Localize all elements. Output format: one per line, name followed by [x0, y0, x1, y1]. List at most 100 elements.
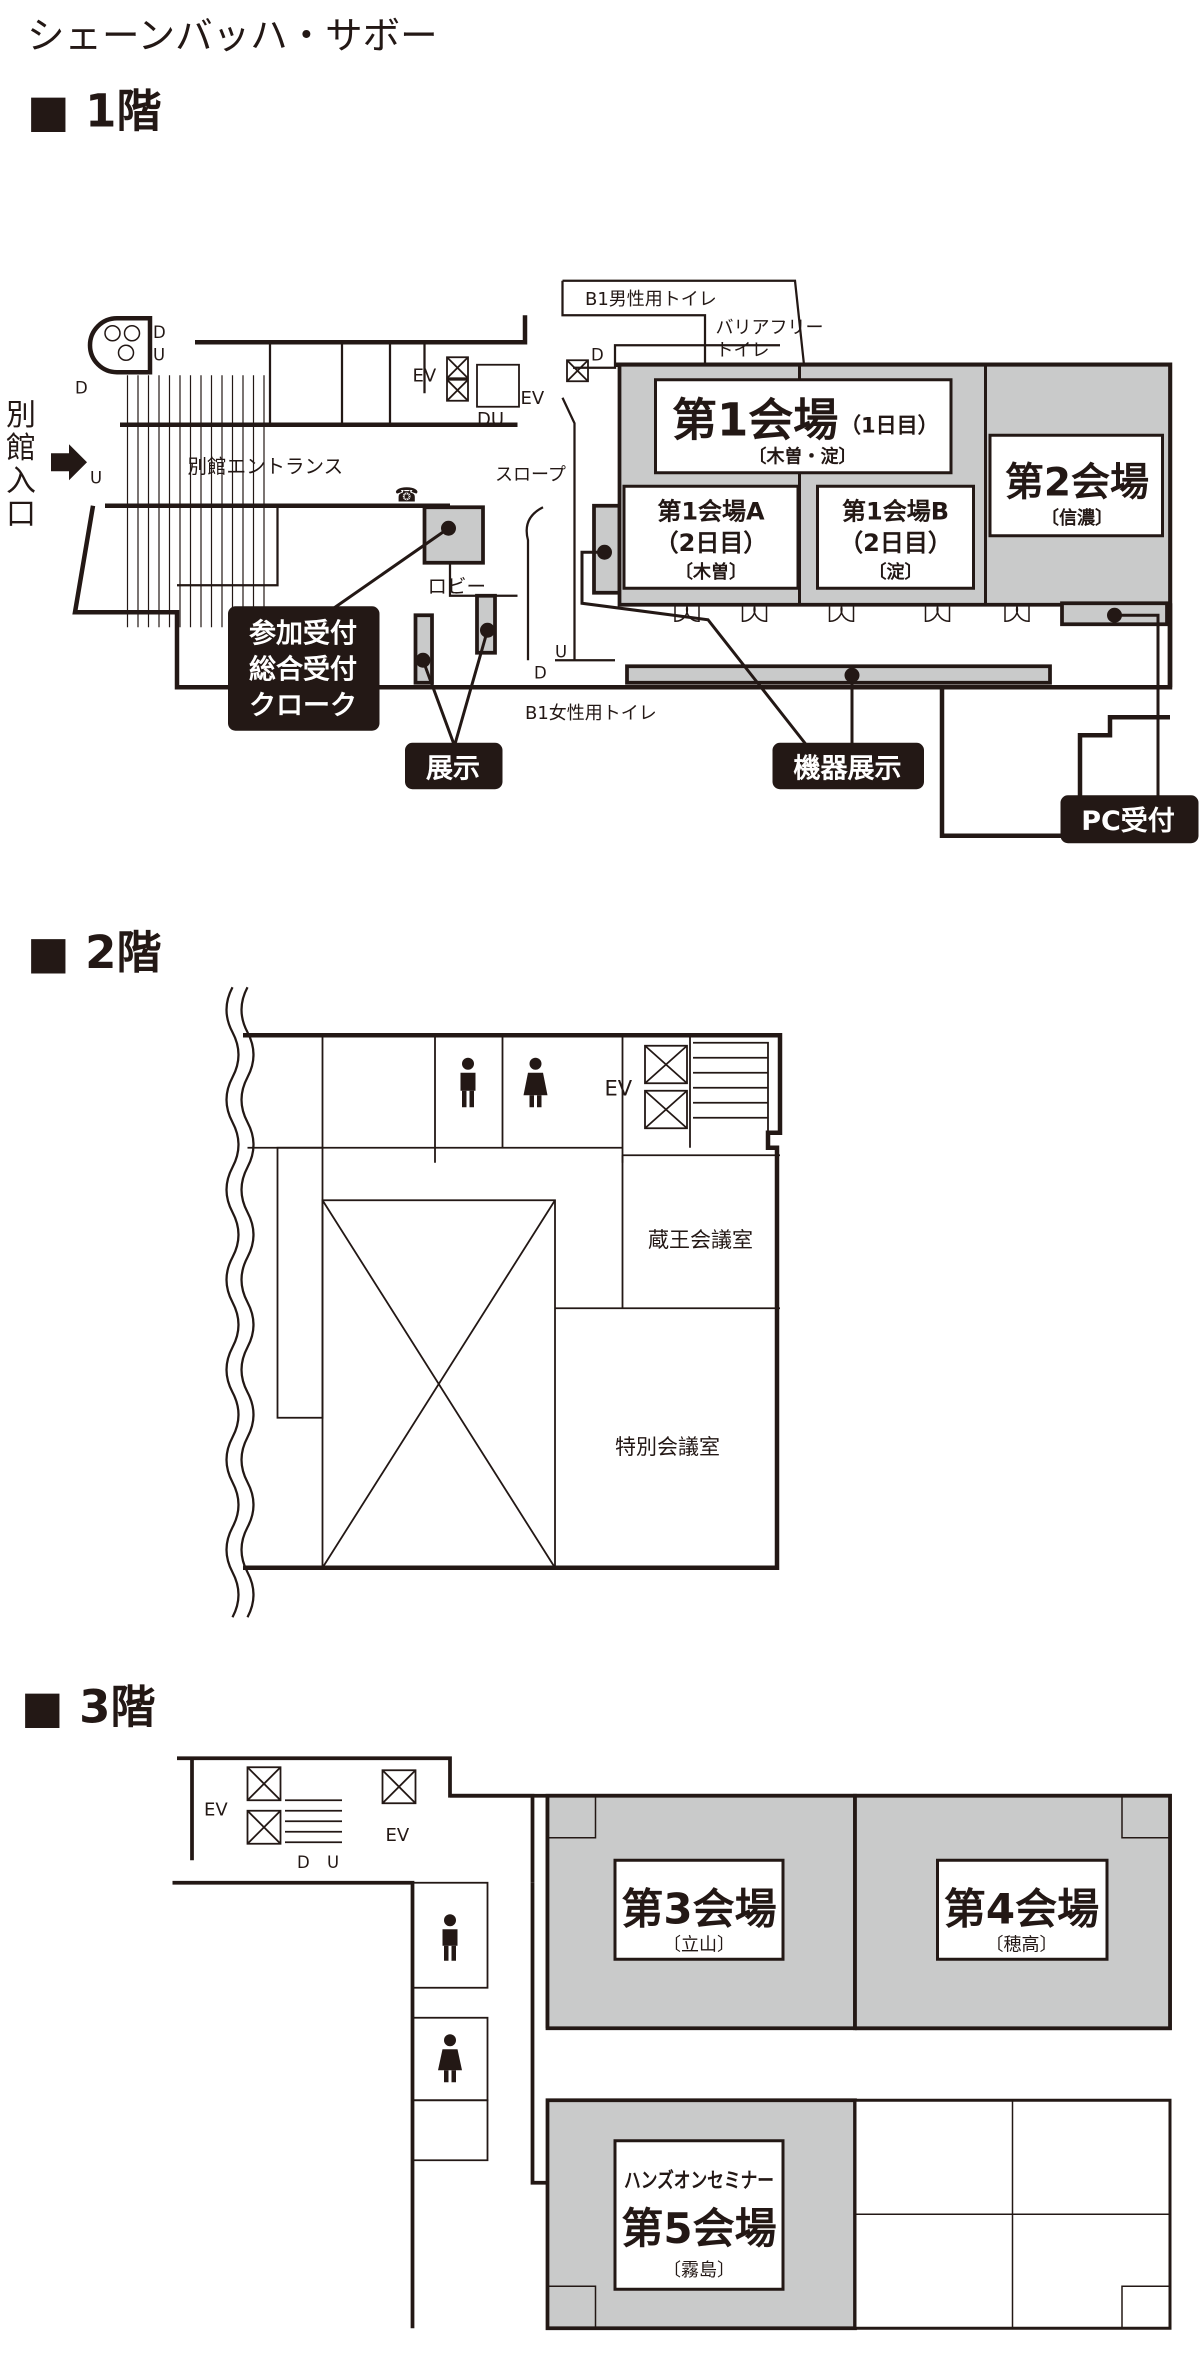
- ev-label: EV: [605, 1076, 633, 1100]
- doors: [674, 606, 1030, 623]
- room-corner-columns: [546, 1795, 1171, 2329]
- exhibit-panel: [413, 613, 434, 685]
- callout-text: PC受付: [1081, 805, 1175, 837]
- reception-area: [422, 505, 485, 565]
- room-1a-name: 第1会場A: [657, 497, 765, 525]
- ev-label: EV: [386, 1825, 410, 1846]
- room-1-day: （1日目）: [840, 413, 939, 437]
- room-2-label-box: [988, 433, 1164, 538]
- break-line: [240, 986, 255, 1618]
- callout-pc-reception: PC受付: [1060, 795, 1199, 844]
- zao-room-label[interactable]: 蔵王会議室: [648, 1228, 753, 1252]
- stair-down-label: D: [297, 1853, 310, 1872]
- room-2[interactable]: 第2会場 〔信濃〕: [988, 433, 1164, 538]
- entrance-arrow-icon: [51, 444, 87, 481]
- stair-up-label: U: [153, 345, 165, 364]
- room-4-sub: 〔穂高〕: [986, 1934, 1058, 1955]
- room-4[interactable]: 第4会場 〔穂高〕: [936, 1858, 1109, 1961]
- slope-label: スロープ: [495, 464, 566, 485]
- ev-label: EV: [204, 1799, 228, 1820]
- room-4-name: 第4会場: [944, 1884, 1099, 1933]
- room-1a-day: （2日目）: [655, 529, 768, 557]
- floor-2: ■ 2階 EV 蔵王会議室 特別会議室: [27, 926, 783, 1618]
- escalator-circle: [104, 324, 121, 342]
- inner-walls: [177, 279, 806, 662]
- room-5-label-box: [613, 2139, 785, 2291]
- escalator: [87, 315, 153, 375]
- callout-exhibit: 展示: [405, 742, 503, 790]
- du-label: DU: [477, 409, 504, 430]
- elevators: [446, 356, 589, 408]
- room-3-sub: 〔立山〕: [663, 1934, 735, 1955]
- room-1b-name: 第1会場B: [842, 497, 949, 525]
- room-3[interactable]: 第3会場 〔立山〕: [613, 1858, 785, 1961]
- male-toilet-icon: [442, 1914, 458, 1961]
- floor-3-heading: ■ 3階: [21, 1680, 156, 1733]
- floor-2-heading: ■ 2階: [27, 926, 162, 979]
- callout-reception: 参加受付 総合受付 クローク: [228, 606, 380, 731]
- room-5[interactable]: ハンズオンセミナー 第5会場 〔霧島〕: [613, 2139, 785, 2291]
- telephone-icon: ☎: [395, 483, 419, 506]
- stair-up-label: U: [90, 468, 102, 487]
- inner-walls: [247, 1035, 780, 1569]
- stair-up-label: U: [555, 642, 567, 661]
- annex-entrance-char: 口: [6, 497, 36, 532]
- stair-down-label: D: [534, 663, 547, 682]
- special-room-label[interactable]: 特別会議室: [615, 1435, 720, 1459]
- room-5-sub: 〔霧島〕: [663, 2260, 735, 2281]
- callout-text: クローク: [249, 690, 357, 721]
- room-1-name: 第1会場: [672, 393, 838, 446]
- female-toilet-icon: [438, 2034, 462, 2083]
- callout-lines: [329, 527, 1160, 799]
- room-1-label-box: [654, 378, 953, 475]
- room-2-name: 第2会場: [1005, 460, 1149, 505]
- annex-entrance-char: 館: [6, 431, 36, 466]
- barrier-free-toilet-label: バリアフリー: [716, 317, 824, 338]
- floor-3: ■ 3階 EV EV D U: [21, 1680, 1172, 2331]
- annex-entrance-label: 別館エントランス: [188, 455, 344, 478]
- stairs: [126, 375, 265, 628]
- male-toilet-icon: [460, 1057, 476, 1108]
- callout-text: 参加受付: [249, 617, 357, 649]
- floor-1-heading: ■ 1階: [27, 84, 162, 137]
- room-1b-sub: 〔淀〕: [869, 561, 923, 583]
- room-1b[interactable]: 第1会場B （2日目） 〔淀〕: [816, 484, 975, 590]
- b1-mens-toilet-label: B1男性用トイレ: [585, 289, 717, 310]
- callout-text: 展示: [426, 753, 480, 784]
- room-1-sub: 〔木曽・淀〕: [749, 445, 857, 467]
- break-line: [225, 986, 240, 1618]
- room-4-label-box: [936, 1858, 1109, 1961]
- room-3-name: 第3会場: [621, 1884, 776, 1933]
- room-1a[interactable]: 第1会場A （2日目） 〔木曽〕: [622, 484, 800, 590]
- room-1[interactable]: 第1会場 （1日目） 〔木曽・淀〕: [654, 378, 953, 475]
- floor-1: ■ 1階 D U D: [6, 84, 1199, 844]
- ev-label: EV: [521, 388, 545, 409]
- inner-walls: [246, 1766, 489, 2162]
- room-1b-day: （2日目）: [839, 529, 952, 557]
- stair-up-label: U: [327, 1853, 339, 1872]
- barrier-free-toilet-label: トイレ: [716, 340, 770, 361]
- annex-entrance-char: 別: [6, 398, 36, 433]
- escalator-circle: [117, 344, 135, 361]
- ev-label: EV: [413, 365, 437, 386]
- b1-womens-toilet-label: B1女性用トイレ: [525, 703, 657, 724]
- annex-entrance-vertical: 別 館 入 口: [6, 398, 36, 532]
- room-5-prefix: ハンズオンセミナー: [624, 2168, 774, 2192]
- lobby-label: ロビー: [428, 575, 487, 598]
- equipment-exhibit-area: [625, 664, 1052, 685]
- room-5-name: 第5会場: [621, 2204, 776, 2253]
- callout-text: 総合受付: [249, 653, 357, 685]
- room-dividers: [855, 2100, 1170, 2329]
- outer-walls: [243, 1033, 783, 1570]
- room-2-sub: 〔信濃〕: [1041, 507, 1113, 529]
- callout-text: 機器展示: [794, 753, 902, 784]
- room-1b-label-box: [816, 484, 975, 590]
- stair-down-label: D: [153, 323, 166, 342]
- room-1a-label-box: [622, 484, 800, 590]
- escalator-circle: [123, 324, 141, 342]
- stair-down-label: D: [75, 378, 88, 397]
- room-1a-sub: 〔木曽〕: [675, 561, 747, 583]
- annex-entrance-char: 入: [6, 464, 36, 499]
- room-3-label-box: [613, 1858, 785, 1961]
